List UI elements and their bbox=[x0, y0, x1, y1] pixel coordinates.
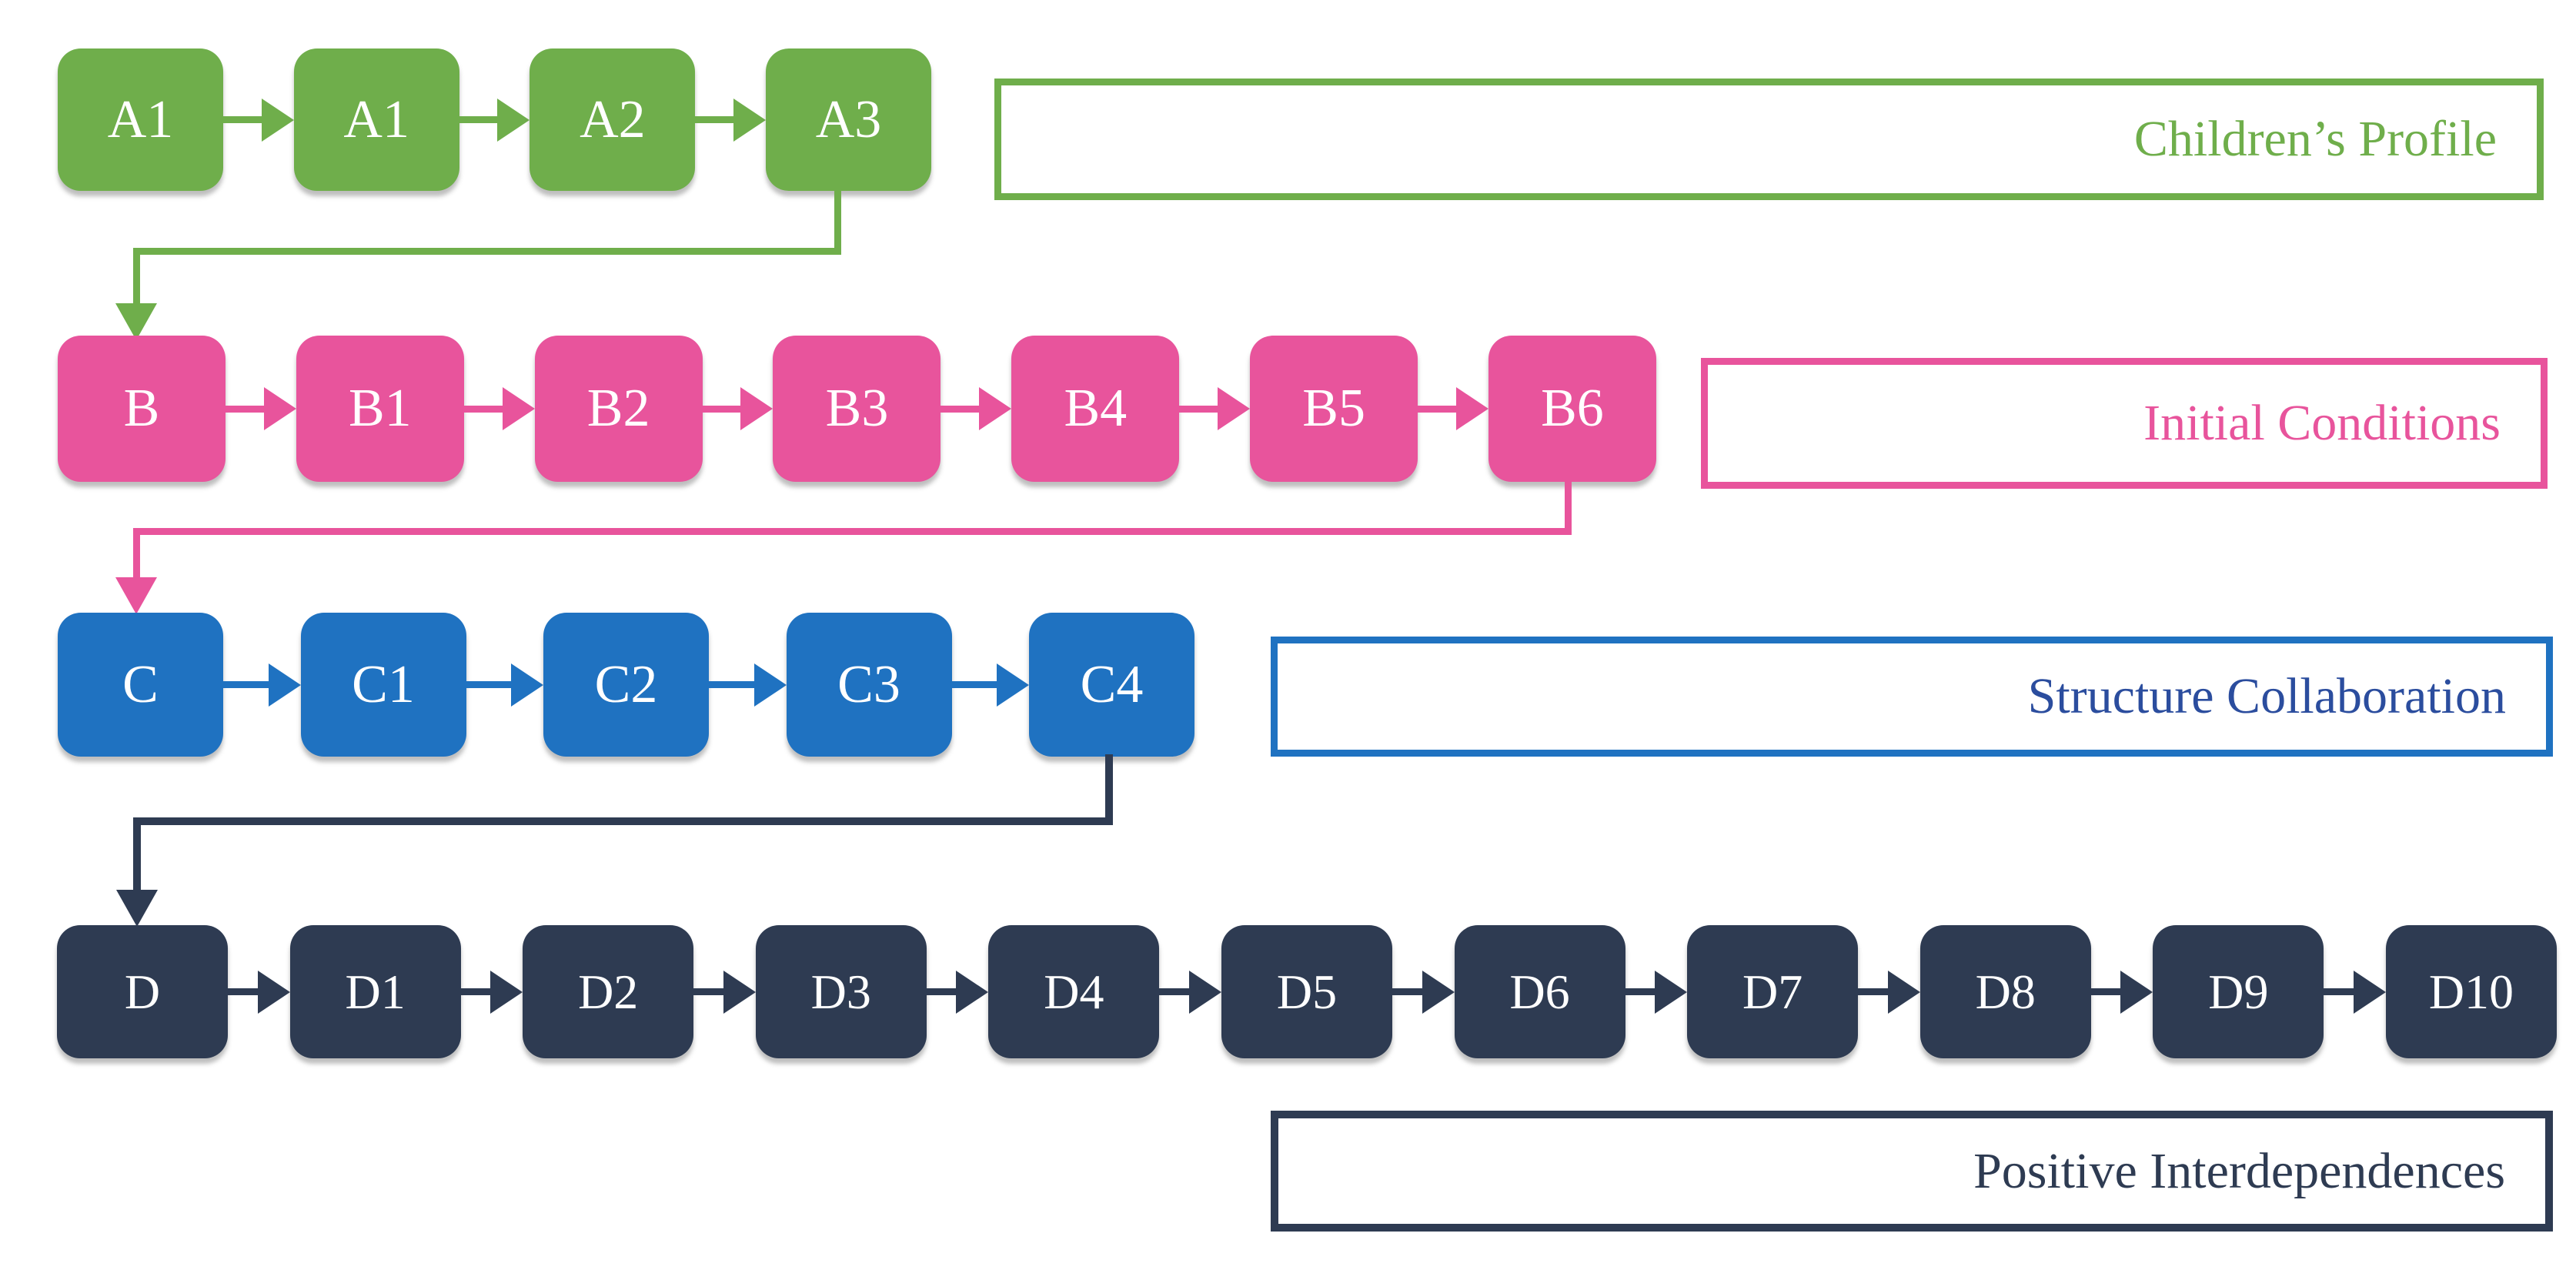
arrow-right-icon bbox=[702, 336, 773, 482]
connector-line bbox=[1565, 479, 1572, 535]
node-d8: D8 bbox=[1919, 925, 2091, 1058]
arrow-right-icon bbox=[459, 48, 530, 191]
node-d7: D7 bbox=[1687, 925, 1859, 1058]
arrow-right-icon bbox=[926, 925, 989, 1058]
node-b3: B3 bbox=[773, 336, 941, 482]
legend-label: Initial Conditions bbox=[2143, 395, 2501, 451]
arrow-right-icon bbox=[466, 613, 543, 757]
node-b4: B4 bbox=[1011, 336, 1180, 482]
arrow-right-icon bbox=[941, 336, 1012, 482]
arrow-right-icon bbox=[463, 336, 535, 482]
node-d4: D4 bbox=[988, 925, 1160, 1058]
node-d5: D5 bbox=[1221, 925, 1392, 1058]
node-d2: D2 bbox=[523, 925, 694, 1058]
node-a1-1: A1 bbox=[58, 48, 223, 191]
connector-line bbox=[834, 189, 841, 255]
arrow-right-icon bbox=[460, 925, 523, 1058]
arrow-right-icon bbox=[223, 613, 301, 757]
legend-positive-interdependences: Positive Interdependences bbox=[1271, 1111, 2553, 1232]
arrow-right-icon bbox=[2090, 925, 2153, 1058]
connector-line bbox=[133, 528, 1572, 535]
node-b: B bbox=[58, 336, 226, 482]
arrow-right-icon bbox=[1625, 925, 1688, 1058]
node-b5: B5 bbox=[1250, 336, 1418, 482]
node-a3: A3 bbox=[766, 48, 932, 191]
node-c1: C1 bbox=[300, 613, 466, 757]
node-d9: D9 bbox=[2153, 925, 2324, 1058]
node-c2: C2 bbox=[543, 613, 709, 757]
arrow-right-icon bbox=[693, 925, 756, 1058]
node-a1-2: A1 bbox=[293, 48, 459, 191]
arrow-right-icon bbox=[951, 613, 1029, 757]
arrow-right-icon bbox=[695, 48, 767, 191]
legend-initial-conditions: Initial Conditions bbox=[1701, 358, 2548, 489]
connector-line bbox=[133, 248, 140, 303]
node-d: D bbox=[57, 925, 228, 1058]
arrow-down-icon bbox=[116, 890, 158, 927]
node-d3: D3 bbox=[755, 925, 927, 1058]
arrow-down-icon bbox=[115, 577, 157, 614]
legend-structure-collaboration: Structure Collaboration bbox=[1271, 637, 2553, 757]
row-b-sequence: B B1 B2 B3 B4 B5 B6 bbox=[58, 336, 1656, 482]
arrow-right-icon bbox=[1418, 336, 1488, 482]
legend-children-profile: Children’s Profile bbox=[994, 79, 2544, 200]
arrow-right-icon bbox=[1159, 925, 1221, 1058]
node-d6: D6 bbox=[1454, 925, 1625, 1058]
connector-line bbox=[133, 528, 140, 577]
node-b1: B1 bbox=[296, 336, 464, 482]
legend-label: Structure Collaboration bbox=[2027, 668, 2506, 724]
arrow-right-icon bbox=[226, 336, 296, 482]
arrow-right-icon bbox=[1179, 336, 1251, 482]
arrow-right-icon bbox=[1858, 925, 1920, 1058]
arrow-right-icon bbox=[709, 613, 787, 757]
node-c4: C4 bbox=[1029, 613, 1194, 757]
node-c3: C3 bbox=[786, 613, 952, 757]
arrow-right-icon bbox=[2324, 925, 2386, 1058]
node-a2: A2 bbox=[530, 48, 696, 191]
connector-line bbox=[133, 248, 841, 255]
node-c: C bbox=[58, 613, 223, 757]
arrow-right-icon bbox=[228, 925, 290, 1058]
connector-line bbox=[1105, 754, 1113, 824]
arrow-down-icon bbox=[115, 303, 157, 340]
arrow-right-icon bbox=[223, 48, 294, 191]
legend-label: Positive Interdependences bbox=[1973, 1142, 2505, 1199]
node-b6: B6 bbox=[1488, 336, 1656, 482]
row-c-sequence: C C1 C2 C3 C4 bbox=[58, 613, 1194, 757]
node-d1: D1 bbox=[289, 925, 461, 1058]
arrow-right-icon bbox=[1392, 925, 1455, 1058]
node-b2: B2 bbox=[534, 336, 703, 482]
legend-label: Children’s Profile bbox=[2133, 111, 2497, 167]
row-d-sequence: D D1 D2 D3 D4 D5 D6 D7 D8 D9 D10 bbox=[57, 925, 2557, 1058]
connector-line bbox=[133, 817, 1113, 825]
row-a-sequence: A1 A1 A2 A3 bbox=[58, 48, 932, 191]
connector-line bbox=[133, 817, 141, 890]
node-d10: D10 bbox=[2385, 925, 2557, 1058]
